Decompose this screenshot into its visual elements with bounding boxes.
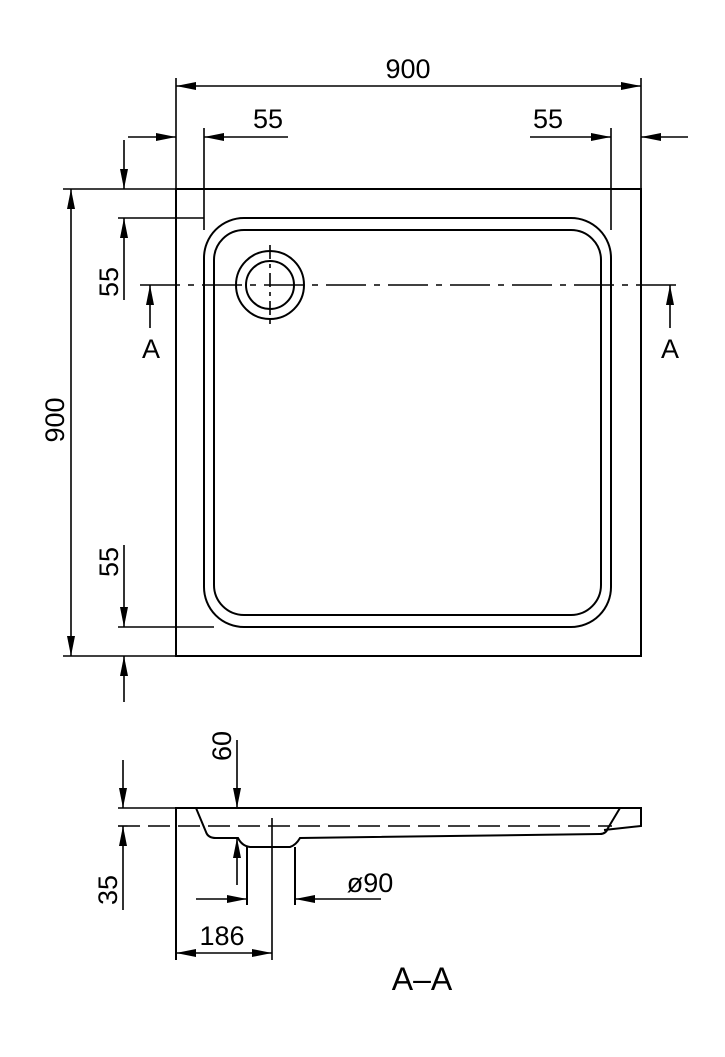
width-dimension: 900 <box>385 54 430 84</box>
rim-depth-bottom-dimension: 55 <box>94 547 124 577</box>
section-marker-left: A <box>142 334 160 364</box>
rim-width-right-dimension: 55 <box>533 104 563 134</box>
tray-rim-outer <box>203 217 612 628</box>
section-view: 60 35 ø90 186 A–A <box>93 731 642 997</box>
plan-view: 900 55 55 900 55 55 A A <box>40 54 688 702</box>
tray-section-basin <box>195 807 621 848</box>
rim-depth-top-dimension: 55 <box>94 267 124 297</box>
tray-basin <box>213 229 602 616</box>
tray-section-outline <box>175 807 642 960</box>
drain-offset-dimension: 186 <box>199 921 244 951</box>
tray-outline <box>175 188 642 657</box>
depth-dimension: 900 <box>40 397 70 442</box>
section-marker-right: A <box>661 334 679 364</box>
rim-width-left-dimension: 55 <box>253 104 283 134</box>
basin-depth-dimension: 60 <box>207 731 237 761</box>
drain-diameter-dimension: ø90 <box>347 868 394 898</box>
height-dimension: 35 <box>93 875 123 905</box>
section-title: A–A <box>392 961 453 997</box>
